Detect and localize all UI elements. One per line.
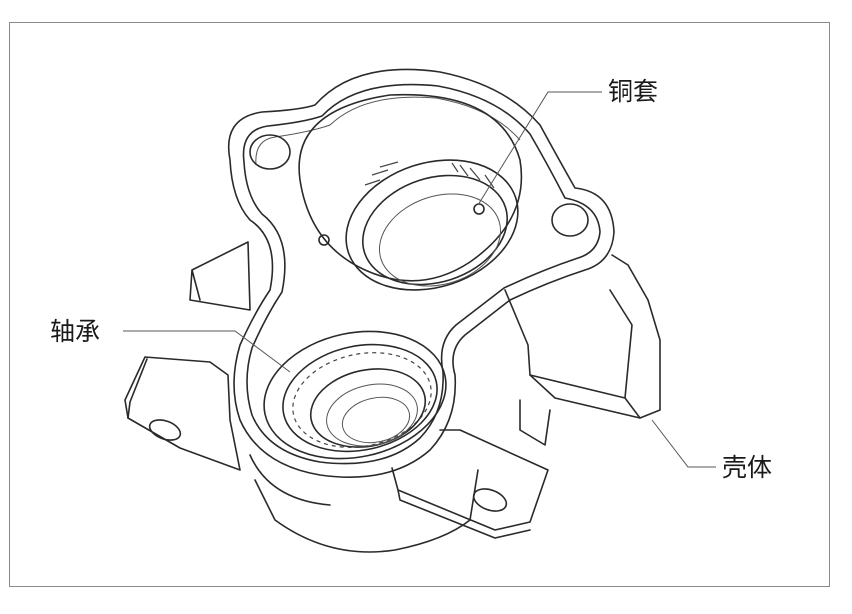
top-flange-innermost — [255, 96, 521, 166]
left-flange — [124, 356, 241, 471]
lower-cylinder — [254, 469, 479, 553]
right-wing-inner — [529, 289, 641, 419]
lower-cylinder-rim — [249, 454, 331, 506]
label-housing: 壳体 — [722, 453, 773, 482]
figure-frame — [9, 22, 830, 587]
bushing-ring-inner — [362, 174, 508, 286]
left-flange-hole — [148, 419, 182, 441]
bearing-leader — [123, 330, 291, 373]
bushing-ring-outer — [345, 159, 519, 291]
bore-pin-hole — [318, 234, 330, 246]
bearing-outer-race — [282, 343, 438, 453]
top-flange-outer — [228, 68, 615, 478]
bushing-leader — [477, 91, 602, 206]
bushing-oil-hole — [473, 203, 485, 215]
lower-bore-step-2 — [341, 396, 411, 444]
housing-leader — [651, 419, 716, 468]
label-bearing: 轴承 — [50, 317, 101, 346]
left-bolt-hole — [249, 134, 291, 170]
right-flange-hole — [472, 488, 508, 512]
right-flange-edge — [397, 489, 531, 539]
bushing-ring-bore — [378, 193, 502, 287]
bushing-hatch — [364, 161, 495, 189]
right-wing-step — [519, 399, 551, 446]
right-wing — [504, 254, 661, 419]
left-rib — [189, 241, 251, 311]
lower-bore-step-1 — [326, 383, 418, 447]
top-flange-inner — [242, 83, 601, 465]
left-flange-edge — [127, 358, 148, 419]
right-bolt-hole — [551, 203, 589, 237]
label-bushing: 铜套 — [608, 77, 659, 106]
lower-bore-outer — [263, 330, 447, 460]
